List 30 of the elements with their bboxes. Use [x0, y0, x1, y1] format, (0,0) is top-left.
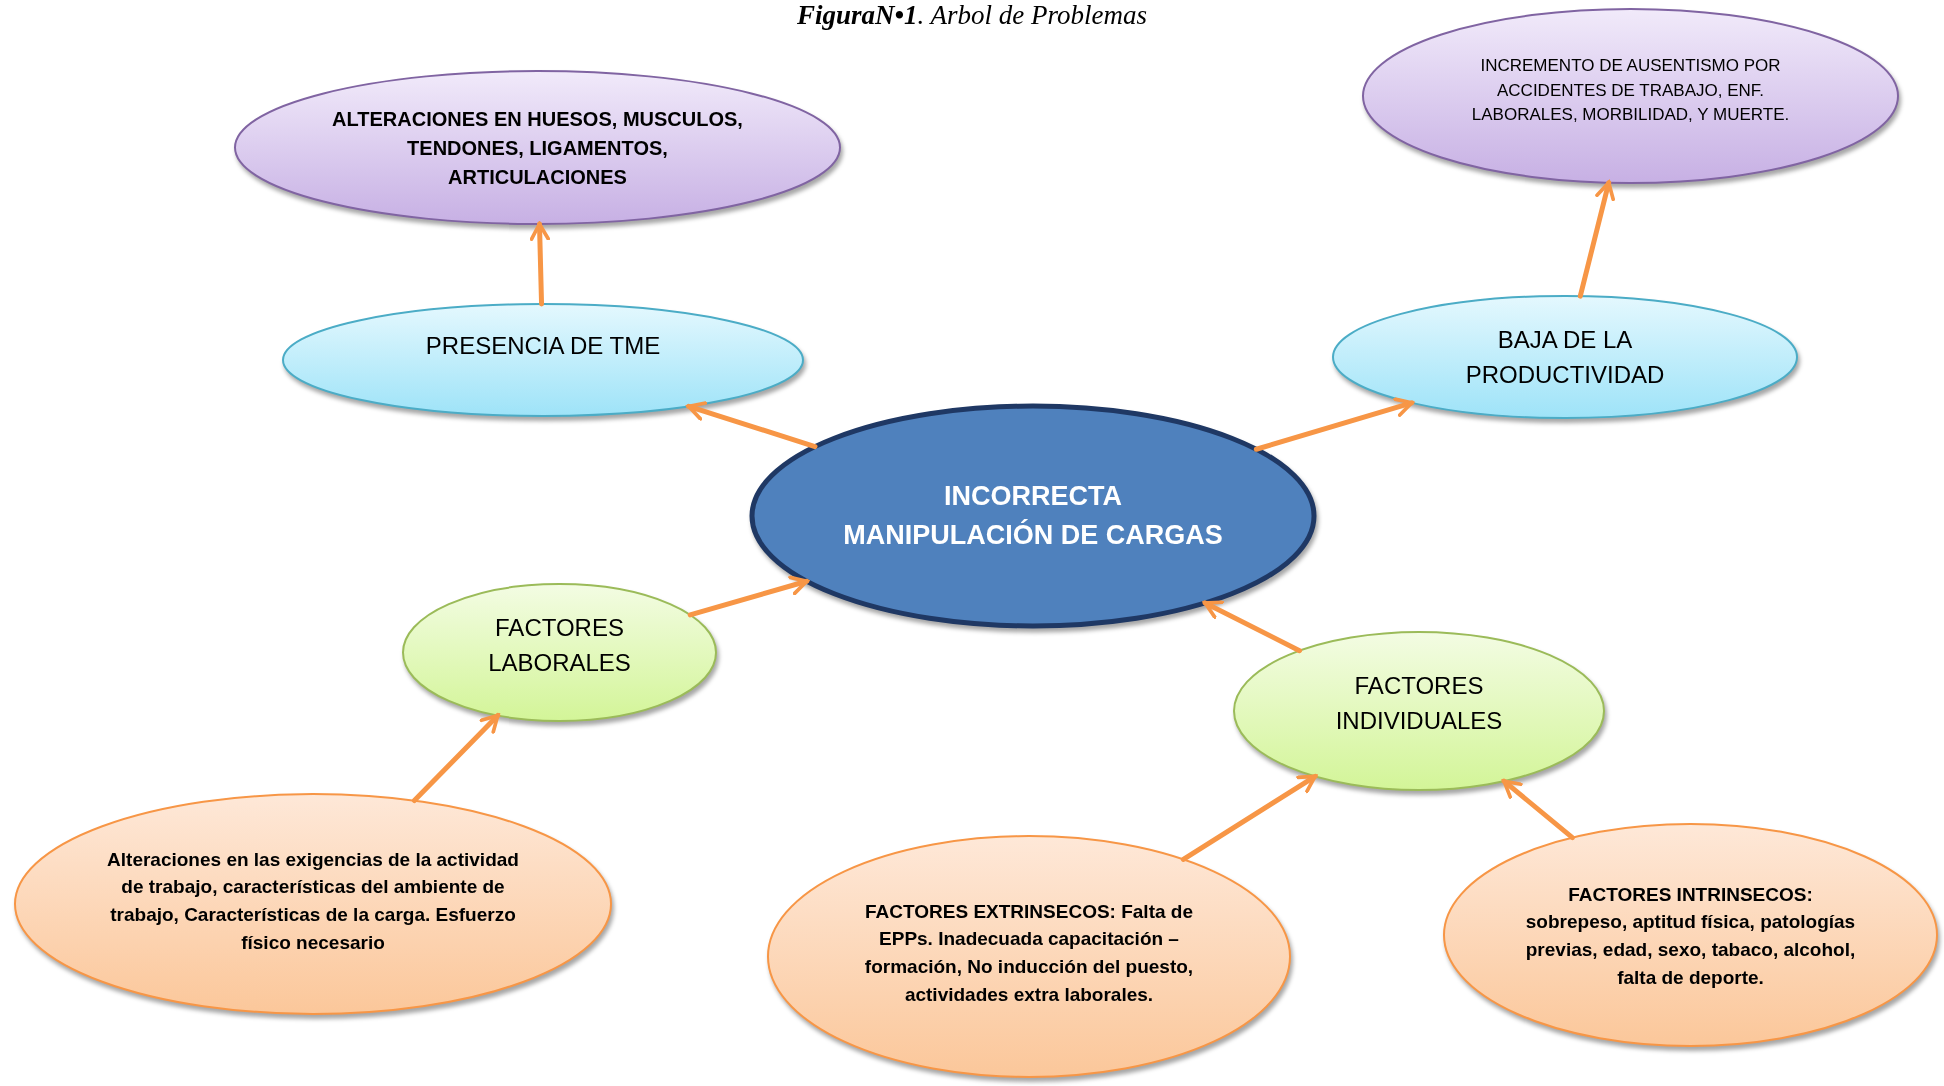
arrow	[411, 712, 501, 804]
node-text: BAJA DE LA PRODUCTIVIDAD	[1464, 325, 1666, 390]
oval-node	[1231, 629, 1607, 793]
node-text: INCORRECTA MANIPULACIÓN DE CARGAS	[842, 479, 1224, 552]
node-text: PRESENCIA DE TME	[424, 330, 662, 361]
arrow	[1577, 180, 1615, 299]
oval-node	[400, 581, 719, 724]
figure-title: FiguraN•1. Arbol de Problemas	[796, 0, 1148, 31]
arrow	[687, 575, 810, 618]
arrow	[686, 401, 818, 450]
arrow	[1180, 773, 1318, 862]
oval-node	[1441, 821, 1940, 1049]
node-text: FACTORES INTRINSECOS: sobrepeso, aptitud física, patologías previas, edad, sexo, tabaco, alcohol, falta de deporte.	[1524, 882, 1857, 990]
arrow	[1202, 600, 1303, 654]
oval-node	[280, 301, 806, 419]
oval-node	[1330, 293, 1800, 421]
node-text: INCREMENTO DE AUSENTISMO POR ACCIDENTES DE TRABAJO, ENF. LABORALES, MORBILIDAD, Y MUERTE.	[1470, 55, 1791, 127]
node-text: FACTORES LABORALES	[487, 613, 632, 678]
node-text: FACTORES EXTRINSECOS: Falta de EPPs. Inadecuada capacitación – formación, No inducción del puesto, actividades extra laborales.	[863, 899, 1195, 1007]
oval-node	[749, 403, 1317, 629]
oval-node	[1360, 6, 1901, 186]
node-text: FACTORES INDIVIDUALES	[1334, 671, 1504, 736]
arrow	[529, 221, 551, 307]
node-text: ALTERACIONES EN HUESOS, MUSCULOS, TENDONES, LIGAMENTOS, ARTICULACIONES	[332, 106, 743, 190]
node-text: Alteraciones en las exigencias de la actividad de trabajo, características del ambiente de trabajo, Características de la carga. Esfuerzo físico necesario	[106, 847, 520, 955]
arrow	[1501, 778, 1575, 841]
oval-node	[765, 833, 1293, 1080]
oval-node	[232, 68, 843, 227]
arrow	[1253, 397, 1415, 452]
oval-node	[12, 791, 614, 1017]
